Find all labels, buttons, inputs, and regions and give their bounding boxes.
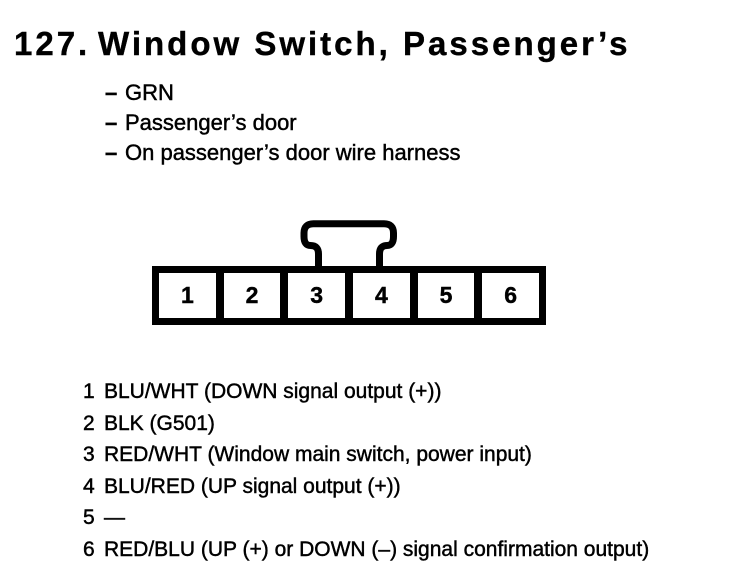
connector-pin-cell-4: 4 <box>353 273 418 318</box>
pin-description: BLU/RED (UP signal output (+)) <box>104 474 401 498</box>
note-row-wire-color: – GRN <box>105 78 460 108</box>
pin-number: 5 <box>83 506 95 529</box>
connector-pin-cell-1: 1 <box>159 273 224 318</box>
pin-description: BLK (G501) <box>104 411 215 435</box>
pin-number: 2 <box>83 411 95 435</box>
note-row-location: – Passenger’s door <box>105 108 460 138</box>
pin-description: RED/BLU (UP (+) or DOWN (–) signal confi… <box>104 537 650 561</box>
pin-cell-label: 5 <box>439 282 453 308</box>
connector-pin-cell-3: 3 <box>288 273 354 318</box>
pin-description: — <box>104 506 125 529</box>
dash-bullet: – <box>105 80 118 105</box>
note-text: On passenger’s door wire harness <box>125 140 461 165</box>
pin-legend-row: 5 — <box>83 502 649 534</box>
connector-diagram: 1 2 3 4 5 6 <box>152 266 546 325</box>
connector-pin-cell-6: 6 <box>482 273 539 318</box>
pin-number: 6 <box>83 537 95 561</box>
pin-legend-row: 3 RED/WHT (Window main switch, power inp… <box>83 439 649 471</box>
connector-pin-cell-2: 2 <box>224 273 289 318</box>
dash-bullet: – <box>105 140 118 165</box>
pin-legend-row: 4 BLU/RED (UP signal output (+)) <box>83 471 649 503</box>
pin-legend: 1 BLU/WHT (DOWN signal output (+)) 2 BLK… <box>83 376 650 566</box>
connector-notes: – GRN – Passenger’s door – On passenger’… <box>105 78 461 168</box>
pin-legend-row: 6 RED/BLU (UP (+) or DOWN (–) signal con… <box>83 534 650 566</box>
figure-heading: 127. Window Switch, Passenger’s <box>14 24 630 64</box>
pin-legend-row: 1 BLU/WHT (DOWN signal output (+)) <box>83 376 649 408</box>
pin-cell-label: 3 <box>310 282 324 308</box>
connector-latch-tab-icon <box>300 220 397 272</box>
connector-pin-cell-5: 5 <box>418 273 483 318</box>
pin-legend-row: 2 BLK (G501) <box>83 408 649 440</box>
dash-bullet: – <box>105 110 118 135</box>
pin-number: 3 <box>83 443 95 466</box>
pin-description: RED/WHT (Window main switch, power input… <box>104 443 532 466</box>
pin-cell-label: 4 <box>374 282 388 308</box>
note-text: Passenger’s door <box>125 110 297 135</box>
figure-number: 127. <box>14 25 91 62</box>
pin-number: 1 <box>83 380 95 403</box>
page-title: Window Switch, Passenger’s <box>98 25 631 62</box>
note-row-harness: – On passenger’s door wire harness <box>105 138 461 168</box>
pin-cell-label: 2 <box>245 282 259 308</box>
pin-cell-label: 1 <box>180 282 194 308</box>
pin-description: BLU/WHT (DOWN signal output (+)) <box>104 380 442 403</box>
pin-cell-label: 6 <box>504 282 518 308</box>
note-text: GRN <box>125 80 174 105</box>
pin-number: 4 <box>83 474 95 498</box>
